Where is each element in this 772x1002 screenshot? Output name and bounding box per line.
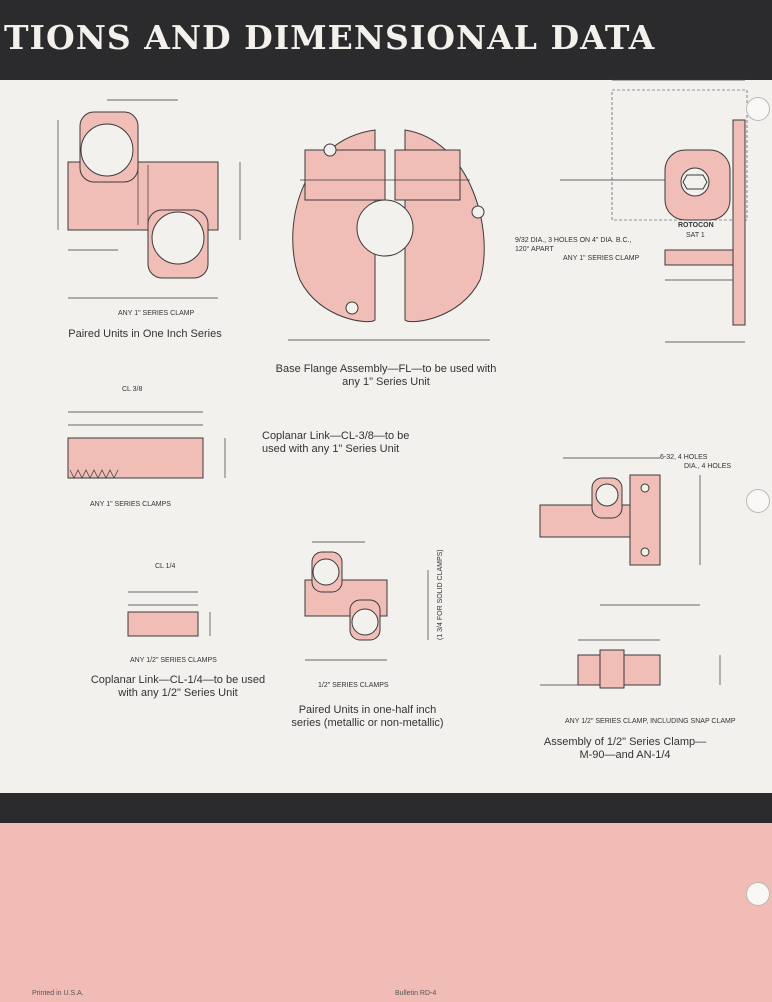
binder-hole	[746, 882, 770, 906]
footer-printed: Printed in U.S.A.	[32, 990, 84, 997]
coplanar-3-8-note: ANY 1" SERIES CLAMPS	[90, 501, 171, 508]
rotocon-drawing	[560, 79, 748, 343]
rotocon-sublabel: SAT 1	[686, 232, 705, 239]
base-flange-drawing	[288, 129, 490, 341]
bottom-color-panel	[0, 823, 772, 1002]
an14-note: ANY 1/2" SERIES CLAMP, INCLUDING SNAP CL…	[565, 718, 736, 725]
base-flange-hole-note: 9/32 DIA., 3 HOLES ON 4" DIA. B.C., 120°…	[515, 237, 632, 253]
paired-one-inch-note: ANY 1" SERIES CLAMP	[118, 310, 195, 317]
base-flange-caption: Base Flange Assembly—FL—to be used with …	[275, 363, 497, 388]
an14-caption: Assembly of 1/2" Series Clamp—M-90—and A…	[543, 736, 707, 761]
coplanar-link-1-4-drawing	[127, 591, 211, 637]
paired-one-inch-drawing	[57, 99, 241, 299]
footer-bulletin: Bulletin RD-4	[395, 990, 437, 997]
coplanar-3-8-caption: Coplanar Link—CL-3/8—to be used with any…	[262, 430, 410, 455]
header-band: TIONS AND DIMENSIONAL DATA	[0, 0, 772, 80]
coplanar-1-4-caption: Coplanar Link—CL-1/4—to be used with any…	[90, 674, 266, 699]
an14-assembly-drawing	[540, 639, 721, 689]
page-title: TIONS AND DIMENSIONAL DATA	[4, 18, 656, 57]
paired-half-inch-note: 1/2" SERIES CLAMPS	[318, 682, 389, 689]
rotocon-label: ROTOCON	[678, 222, 714, 229]
paired-half-inch-drawing	[304, 541, 429, 661]
binder-hole	[746, 97, 770, 121]
coplanar-1-4-note: ANY 1/2" SERIES CLAMPS	[130, 657, 217, 664]
paired-half-inch-caption: Paired Units in one-half inch series (me…	[291, 704, 444, 729]
cl-1-4-marker: CL 1/4	[155, 563, 176, 570]
coplanar-link-3-8-drawing	[67, 411, 226, 479]
rotocon-note: ANY 1" SERIES CLAMP	[563, 255, 640, 262]
middle-band	[0, 793, 772, 823]
m90-holes-note: 6-32, 4 HOLES	[660, 454, 708, 461]
m90-dia-note: DIA., 4 HOLES	[684, 463, 732, 470]
binder-hole	[746, 489, 770, 513]
paired-one-inch-caption: Paired Units in One Inch Series	[68, 328, 222, 340]
paired-half-inch-side-note: (1 3/4 FOR SOLID CLAMPS)	[437, 549, 444, 640]
cl-3-8-marker: CL 3/8	[122, 386, 143, 393]
m90-assembly-drawing	[539, 457, 701, 606]
